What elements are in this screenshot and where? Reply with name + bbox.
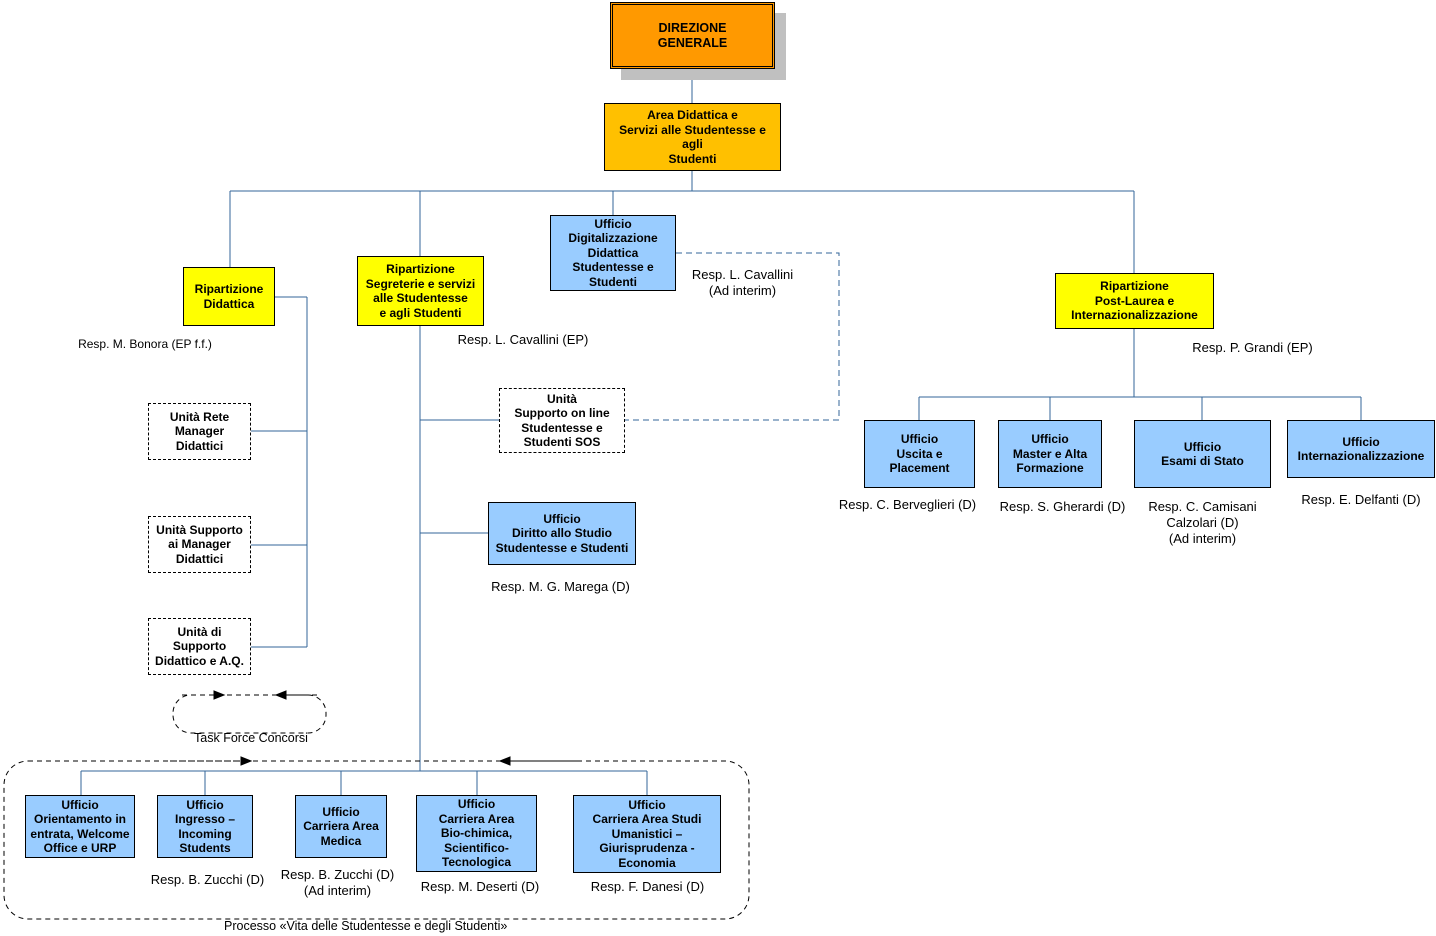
unita-sos-box: Unità Supporto on line Studentesse e Stu… [499, 388, 625, 453]
ufficio-digitalizzazione-resp: Resp. L. Cavallini (Ad interim) [691, 267, 794, 298]
unita-supporto-manager-box: Unità Supporto ai Manager Didattici [148, 516, 251, 573]
ripartizione-postlaurea-box: Ripartizione Post-Laurea e Internazional… [1055, 273, 1214, 329]
ufficio-umanistici-box: Ufficio Carriera Area Studi Umanistici –… [573, 795, 721, 873]
ripartizione-didattica-resp: Resp. M. Bonora (EP f.f.) [78, 337, 212, 351]
ufficio-esami-box: Ufficio Esami di Stato [1134, 420, 1271, 488]
ufficio-esami-resp: Resp. C. Camisani Calzolari (D) (Ad inte… [1148, 499, 1257, 546]
ufficio-internazionalizzazione-box: Ufficio Internazionalizzazione [1287, 420, 1435, 478]
ufficio-uscita-resp: Resp. C. Berveglieri (D) [838, 497, 977, 512]
processo-label: Processo «Vita delle Studentesse e degli… [224, 919, 508, 933]
task-force-loop [172, 694, 327, 734]
ufficio-diritto-studio-box: Ufficio Diritto allo Studio Studentesse … [488, 502, 636, 565]
ufficio-medica-box: Ufficio Carriera Area Medica [295, 795, 387, 858]
ufficio-master-box: Ufficio Master e Alta Formazione [998, 420, 1102, 488]
area-didattica-box: Area Didattica e Servizi alle Studentess… [604, 103, 781, 171]
unita-rete-manager-box: Unità Rete Manager Didattici [148, 403, 251, 460]
ufficio-umanistici-resp: Resp. F. Danesi (D) [590, 879, 705, 894]
ufficio-internazionalizzazione-resp: Resp. E. Delfanti (D) [1301, 492, 1421, 507]
direzione-generale-box: DIREZIONE GENERALE [610, 2, 775, 69]
ufficio-digitalizzazione-box: Ufficio Digitalizzazione Didattica Stude… [550, 215, 676, 291]
ripartizione-postlaurea-resp: Resp. P. Grandi (EP) [1192, 340, 1313, 355]
unita-supporto-didattico-box: Unità di Supporto Didattico e A.Q. [148, 618, 251, 675]
ufficio-orientamento-box: Ufficio Orientamento in entrata, Welcome… [25, 795, 135, 858]
ufficio-diritto-studio-resp: Resp. M. G. Marega (D) [491, 579, 630, 594]
task-force-label: Task Force Concorsi [194, 731, 308, 745]
ripartizione-segreterie-resp: Resp. L. Cavallini (EP) [457, 332, 589, 347]
ufficio-medica-resp: Resp. B. Zucchi (D) (Ad interim) [280, 867, 395, 898]
ufficio-biochimica-resp: Resp. M. Deserti (D) [420, 879, 540, 894]
ripartizione-didattica-box: Ripartizione Didattica [183, 267, 275, 326]
ufficio-biochimica-box: Ufficio Carriera Area Bio-chimica, Scien… [416, 795, 537, 872]
ufficio-ingresso-box: Ufficio Ingresso – Incoming Students [157, 795, 253, 858]
ufficio-uscita-box: Ufficio Uscita e Placement [864, 420, 975, 488]
ripartizione-segreterie-box: Ripartizione Segreterie e servizi alle S… [357, 256, 484, 326]
ufficio-master-resp: Resp. S. Gherardi (D) [999, 499, 1126, 514]
ufficio-ingresso-resp: Resp. B. Zucchi (D) [150, 872, 265, 887]
